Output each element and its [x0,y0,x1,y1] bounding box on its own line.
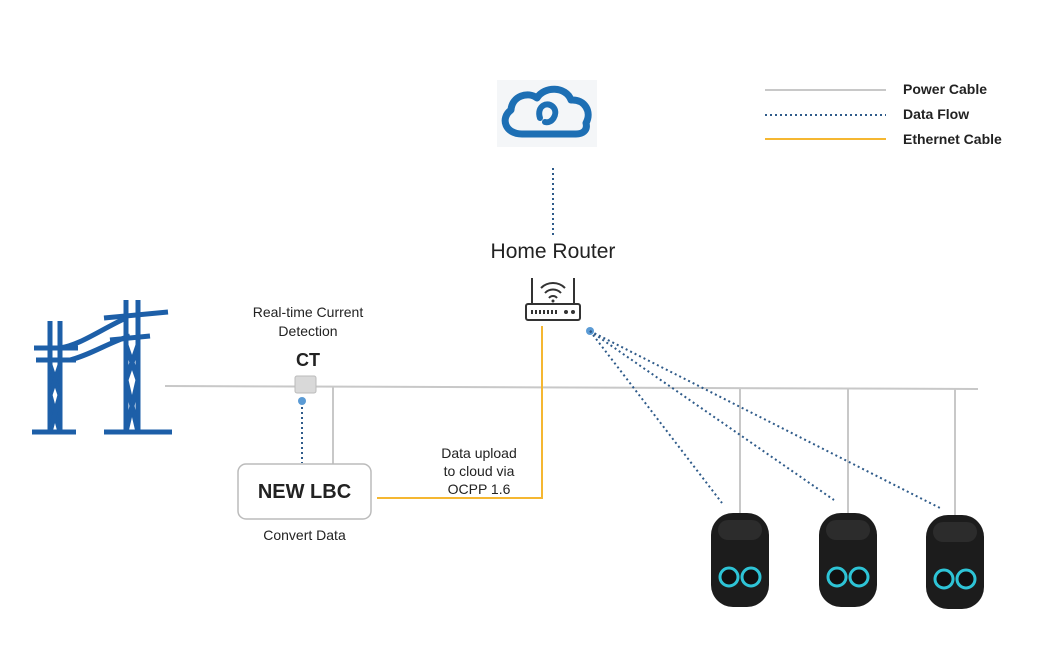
ct-sensor [294,375,317,394]
main-power-cable [164,385,979,390]
router-label: Home Router [490,240,616,263]
ct-label: CT [296,350,320,370]
router-charger-2-dataflow [589,330,835,501]
ev-charger-icon [926,515,984,609]
ethernet-cable [377,326,543,499]
ev-charger-icon [711,513,769,607]
legend-label-power-cable: Power Cable [903,81,988,97]
power-tower-icon [32,300,172,435]
router-charger-3-dataflow [589,330,941,509]
legend-label-data-flow: Data Flow [903,106,970,122]
lbc-label: NEW LBC [257,481,352,503]
upload-note: Data upload to cloud via OCPP 1.6 [441,445,517,497]
ev-charger-icon [819,513,877,607]
cloud-icon [497,80,597,147]
lbc-box [237,463,372,520]
router-charger-1-dataflow [589,330,723,504]
legend-label-ethernet-cable: Ethernet Cable [903,131,1002,147]
wifi-router-icon [525,278,581,321]
ct-dataflow-node [298,397,306,405]
ct-caption: Real-time Current Detection [252,304,364,339]
lbc-caption: Convert Data [263,527,346,543]
